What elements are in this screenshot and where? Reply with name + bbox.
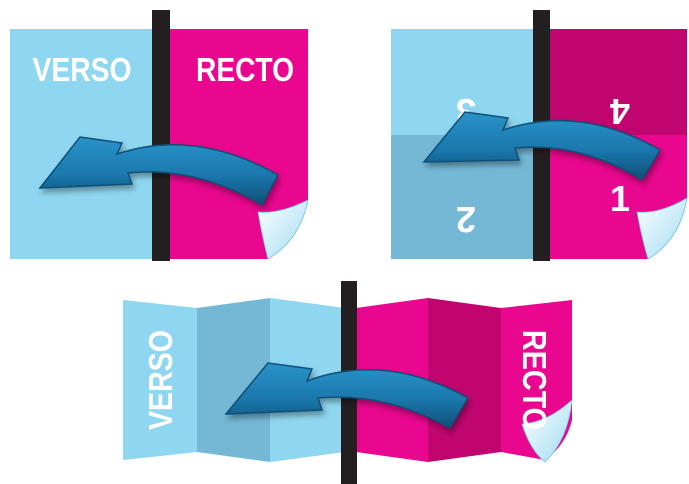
recto-label: RECTO: [516, 330, 553, 430]
recto-label: RECTO: [196, 51, 294, 88]
verso-label: VERSO: [142, 330, 179, 430]
verso-label: VERSO: [33, 51, 132, 88]
page-curl: [636, 197, 688, 260]
leaflet-panel-2: [197, 298, 270, 462]
page-curl: [521, 398, 573, 463]
spine-divider: [152, 10, 170, 261]
four-page-panel: 3 4 2 1: [391, 10, 688, 261]
recto-page: [153, 29, 308, 259]
flip-arrow: [224, 362, 470, 430]
page-number-4: 4: [610, 91, 630, 132]
flip-arrow: [38, 136, 280, 207]
leaflet-panel-1: [123, 300, 197, 460]
page-curl: [257, 199, 309, 260]
page-number-1: 1: [610, 178, 630, 219]
page-4-panel: [535, 29, 687, 135]
page-number-2: 2: [456, 199, 476, 240]
leaflet-panel-5: [428, 298, 501, 462]
leaflet-panel: VERSO RECTO: [123, 281, 573, 484]
single-sheet-panel: VERSO RECTO: [10, 10, 309, 261]
flip-arrow: [422, 111, 662, 182]
